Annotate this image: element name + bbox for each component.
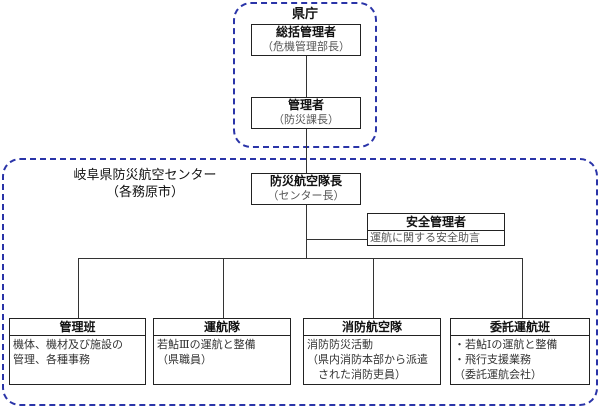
prefecture-label: 県庁 xyxy=(291,7,318,22)
center-group xyxy=(2,158,598,406)
manager-box: 管理者 （防災課長） xyxy=(251,97,361,129)
connector xyxy=(306,205,307,258)
connector xyxy=(373,258,374,318)
unit-line: ・若鮎Ⅰの運航と整備 xyxy=(454,338,558,351)
unit-title: 委託運航班 xyxy=(451,319,589,336)
general-manager-box: 総括管理者 （危機管理部長） xyxy=(251,24,361,56)
unit-contracted: 委託運航班 ・若鮎Ⅰの運航と整備 ・飛行支援業務 （委託運航会社） xyxy=(450,318,590,385)
safety-manager-sub: 運航に関する安全助言 xyxy=(370,231,480,244)
general-manager-sub: （危機管理部長） xyxy=(262,40,350,53)
captain-box: 防災航空隊長 （センター長） xyxy=(251,173,361,205)
manager-sub: （防災課長） xyxy=(273,113,339,126)
connector xyxy=(522,258,523,318)
captain-sub: （センター長） xyxy=(267,189,345,202)
connector xyxy=(306,239,367,240)
prefecture-group xyxy=(233,2,377,148)
unit-line: 若鮎Ⅲの運航と整備 xyxy=(157,338,256,351)
unit-line: 管理、各種事務 xyxy=(13,353,90,366)
center-location: （各務原市） xyxy=(105,185,184,200)
safety-manager-box: 安全管理者 運航に関する安全助言 xyxy=(367,213,505,246)
unit-title: 運航隊 xyxy=(154,319,290,336)
unit-admin: 管理班 機体、機材及び施設の 管理、各種事務 xyxy=(9,318,146,385)
unit-line: （委託運航会社） xyxy=(454,368,542,381)
connector xyxy=(223,258,224,318)
safety-manager-title: 安全管理者 xyxy=(368,214,504,231)
unit-line: 消防防災活動 xyxy=(307,338,373,351)
unit-title: 消防航空隊 xyxy=(304,319,440,336)
connector xyxy=(78,258,523,259)
unit-line: された消防吏員） xyxy=(307,368,406,381)
unit-title: 管理班 xyxy=(10,319,145,336)
unit-line: （県内消防本部から派遣 xyxy=(307,353,428,366)
unit-line: ・飛行支援業務 xyxy=(454,353,531,366)
connector xyxy=(306,129,307,173)
general-manager-title: 総括管理者 xyxy=(275,25,336,39)
unit-operations: 運航隊 若鮎Ⅲの運航と整備 （県職員） xyxy=(153,318,291,385)
unit-fire-aviation: 消防航空隊 消防防災活動 （県内消防本部から派遣 された消防吏員） xyxy=(303,318,441,385)
manager-title: 管理者 xyxy=(287,98,324,112)
connector xyxy=(78,258,79,318)
connector xyxy=(306,56,307,97)
captain-title: 防災航空隊長 xyxy=(269,174,342,188)
unit-line: 機体、機材及び施設の xyxy=(13,338,123,351)
center-label: 岐阜県防災航空センター xyxy=(73,168,217,183)
unit-line: （県職員） xyxy=(157,353,212,366)
